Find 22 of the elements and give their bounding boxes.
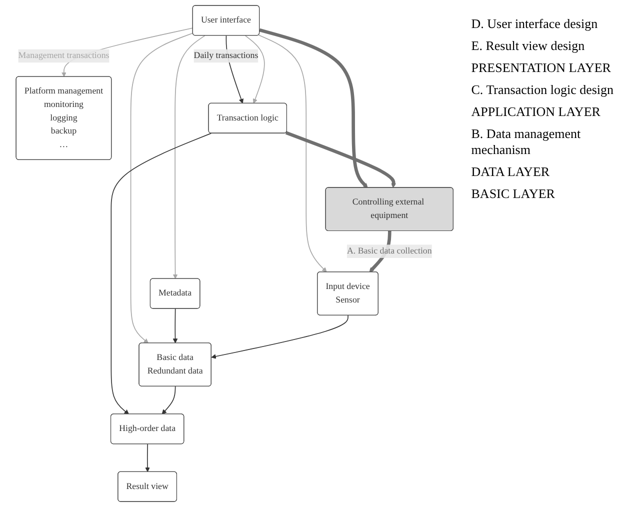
arrow (145, 444, 150, 472)
layer-label: D. User interface design (471, 16, 599, 32)
arrow (285, 131, 396, 188)
arrow (211, 314, 348, 359)
arrow (110, 132, 212, 414)
edge-label: Daily transactions (194, 50, 258, 60)
arrow (130, 32, 194, 344)
arrow (259, 28, 368, 188)
arrow (162, 386, 176, 414)
layer-label: B. Data management mechanism (471, 126, 582, 158)
edge-label: A. Basic data collection (346, 246, 432, 256)
arrow (258, 34, 327, 272)
layer-label: E. Result view design (471, 38, 586, 54)
layer-label: DATA LAYER (471, 164, 551, 180)
arrow (244, 35, 265, 104)
layer-label: APPLICATION LAYER (471, 104, 602, 120)
arrow (172, 308, 178, 344)
layer-label: C. Transaction logic design (471, 82, 615, 98)
arrow (172, 35, 206, 279)
edge-label: Management transactions (18, 50, 110, 60)
layer-label: BASIC LAYER (471, 186, 556, 202)
layer-label: PRESENTATION LAYER (471, 60, 612, 76)
